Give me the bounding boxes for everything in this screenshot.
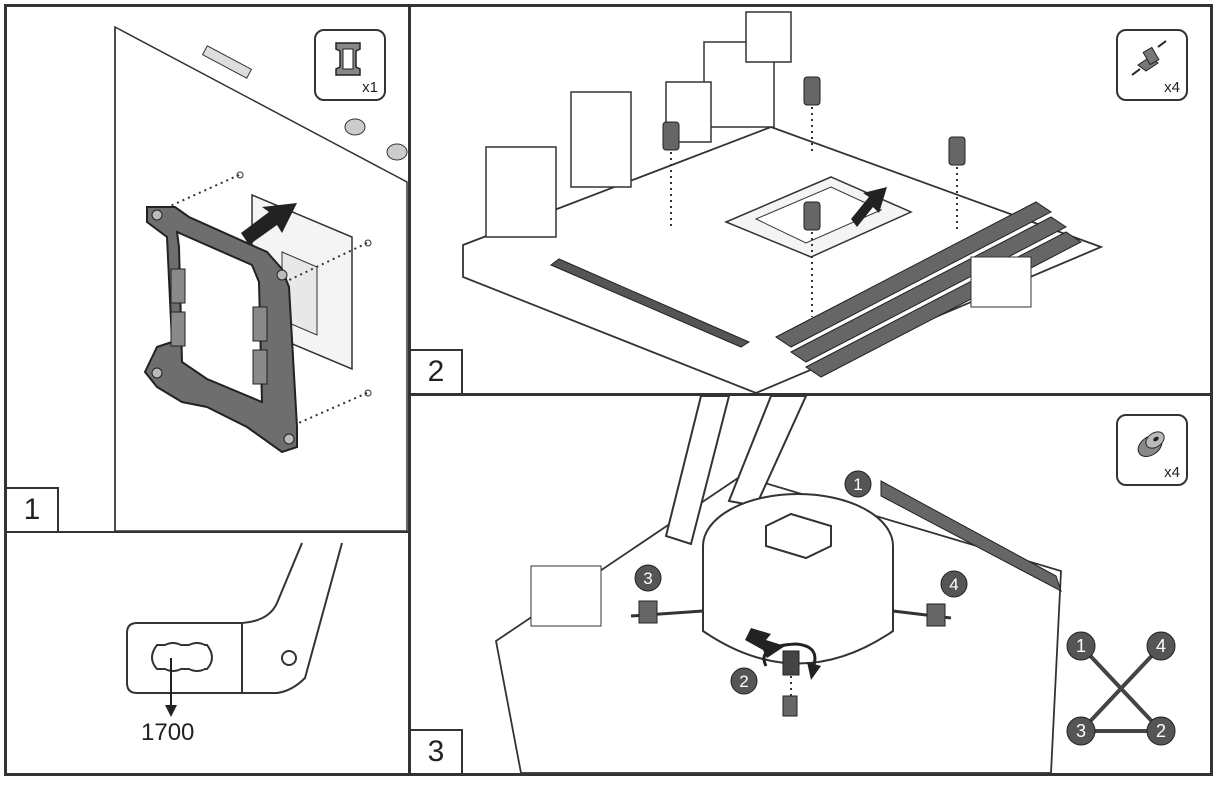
standoff-screw-icon bbox=[1131, 40, 1167, 76]
order-label-1: 1 bbox=[1076, 636, 1086, 656]
panel-divider-left bbox=[7, 531, 408, 533]
step-number: 3 bbox=[411, 729, 463, 773]
step-3-panel: 1 2 3 4 1 4 3 2 x4 3 bbox=[411, 396, 1210, 773]
tightening-callouts: 1 2 3 4 bbox=[634, 470, 968, 695]
order-label-3: 3 bbox=[1076, 721, 1086, 741]
part-quantity: x4 bbox=[1164, 464, 1180, 481]
socket-position-detail-panel: 1700 bbox=[7, 533, 408, 773]
panel-divider-right bbox=[411, 393, 1210, 396]
standoffs bbox=[662, 76, 966, 231]
part-badge-standoff: x4 bbox=[1116, 29, 1188, 101]
thumb-nut-icon bbox=[1137, 431, 1165, 457]
order-label-2: 2 bbox=[1156, 721, 1166, 741]
step-1-panel: x1 1 bbox=[7, 7, 408, 531]
order-label-4: 4 bbox=[1156, 636, 1166, 656]
panel-divider-vertical bbox=[408, 7, 411, 773]
callout-2: 2 bbox=[739, 672, 748, 691]
part-quantity: x1 bbox=[362, 79, 378, 96]
tightening-order-diagram: 1 4 3 2 bbox=[1066, 631, 1176, 746]
callout-4: 4 bbox=[949, 575, 958, 594]
part-badge-backplate: x1 bbox=[314, 29, 386, 101]
callout-1: 1 bbox=[853, 475, 862, 494]
step-2-panel: x4 2 bbox=[411, 7, 1210, 393]
callout-3: 3 bbox=[643, 569, 652, 588]
slot-detail-illustration bbox=[126, 542, 343, 717]
standoff-installation-illustration bbox=[462, 11, 1104, 393]
step-number: 2 bbox=[411, 349, 463, 393]
step-number: 1 bbox=[7, 487, 59, 531]
backplate-icon bbox=[335, 42, 361, 76]
socket-label-1700: 1700 bbox=[141, 719, 195, 746]
instruction-sheet-frame bbox=[4, 4, 1213, 776]
part-quantity: x4 bbox=[1164, 79, 1180, 96]
backplate-illustration bbox=[114, 25, 408, 531]
part-badge-thumb-nut: x4 bbox=[1116, 414, 1188, 486]
pump-installation-illustration: 1 2 3 4 1 4 3 2 bbox=[495, 396, 1176, 773]
